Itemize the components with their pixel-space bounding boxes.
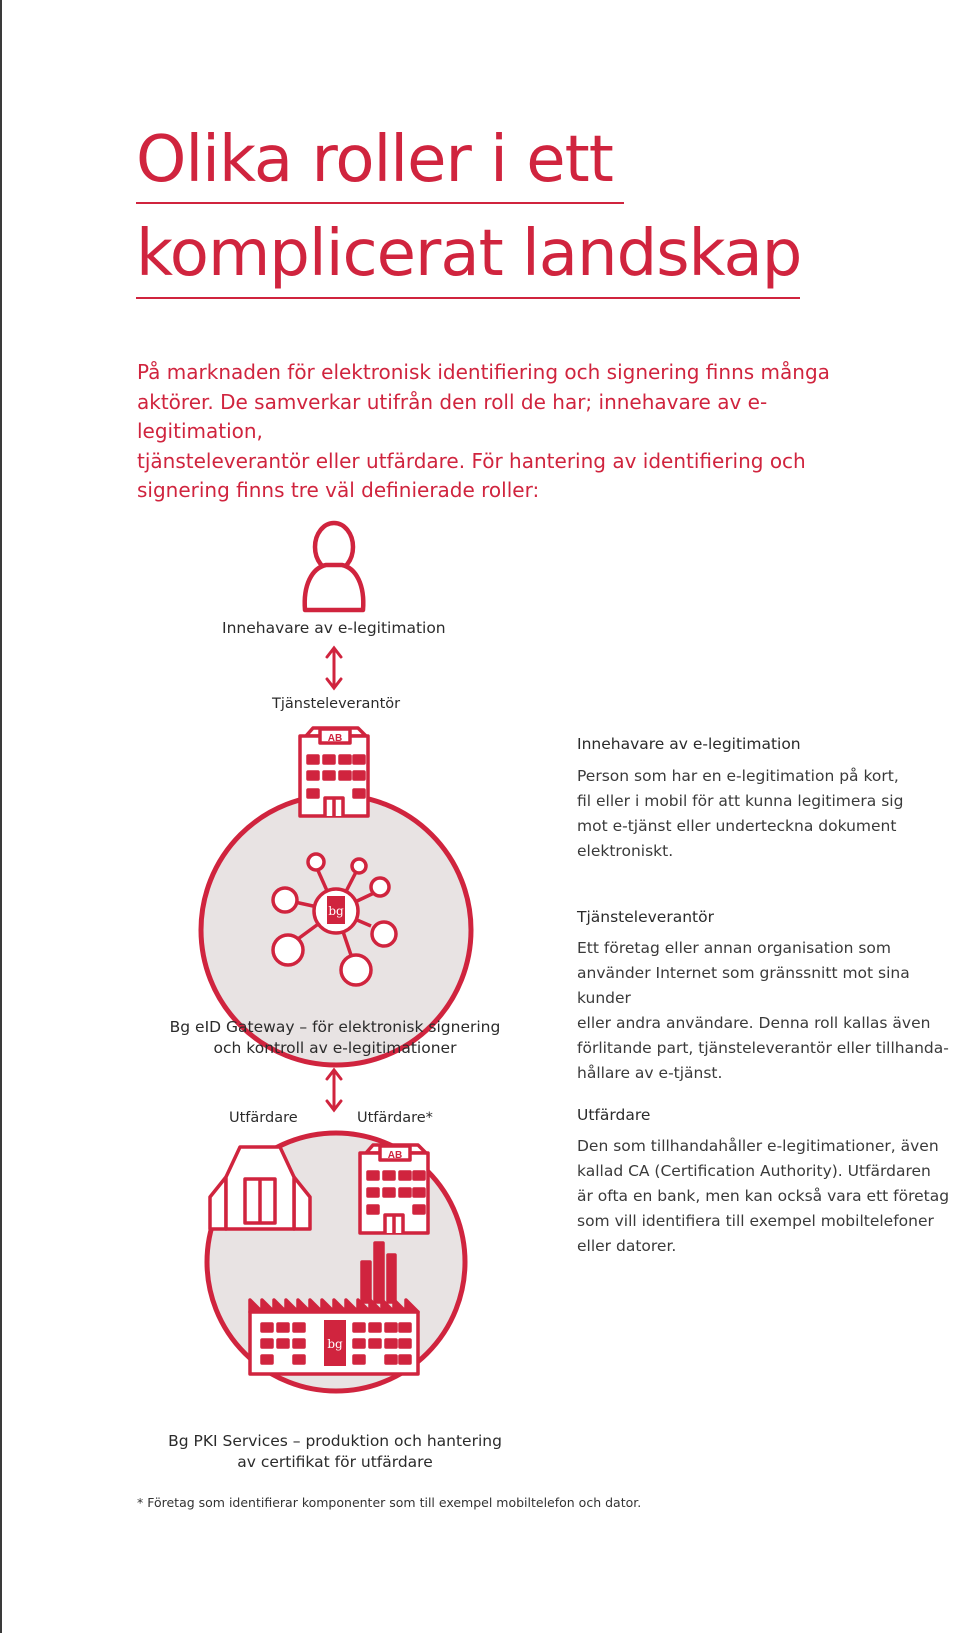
issuer-label: Utfärdare [229, 1110, 298, 1126]
issuer-star-label: Utfärdare* [357, 1110, 433, 1126]
page-title-line-2: komplicerat landskap [136, 217, 802, 291]
network-hub-icon [271, 852, 398, 987]
pki-label: Bg PKI Services – produktion och hanteri… [168, 1432, 502, 1471]
factory-logo-text: bg [327, 1337, 343, 1351]
intro-paragraph: På marknaden för elektronisk identifieri… [137, 360, 830, 502]
issuer-building-icon [208, 1145, 312, 1231]
gateway-label: Bg eID Gateway – för elektronisk signeri… [169, 1018, 501, 1057]
role-title-issuer: Utfärdare [577, 1106, 651, 1124]
holder-label: Innehavare av e-legitimation [222, 619, 446, 637]
ab-building-icon [358, 1143, 430, 1235]
role-title-provider: Tjänsteleverantör [577, 908, 714, 926]
role-body-provider: Ett företag eller annan organisation som… [577, 939, 949, 1082]
footnote: * Företag som identifierar komponenter s… [137, 1495, 642, 1510]
factory-icon [248, 1241, 420, 1376]
double-arrow-icon [325, 645, 343, 691]
person-icon [302, 520, 366, 613]
double-arrow-icon [325, 1067, 343, 1113]
ab-building-icon [298, 726, 370, 818]
gateway-logo-text: bg [328, 904, 344, 918]
page-edge [0, 0, 2, 1633]
role-title-holder: Innehavare av e-legitimation [577, 735, 801, 753]
role-body-holder: Person som har en e-legitimation på kort… [577, 767, 904, 860]
issuer-building-sign: AB [388, 1150, 402, 1161]
title-underline-1 [136, 202, 624, 204]
provider-label: Tjänsteleverantör [272, 696, 401, 712]
page-title-line-1: Olika roller i ett [136, 123, 614, 197]
role-body-issuer: Den som tillhandahåller e-legitimationer… [577, 1137, 950, 1255]
title-underline-2 [136, 297, 800, 299]
provider-building-sign: AB [328, 733, 342, 744]
